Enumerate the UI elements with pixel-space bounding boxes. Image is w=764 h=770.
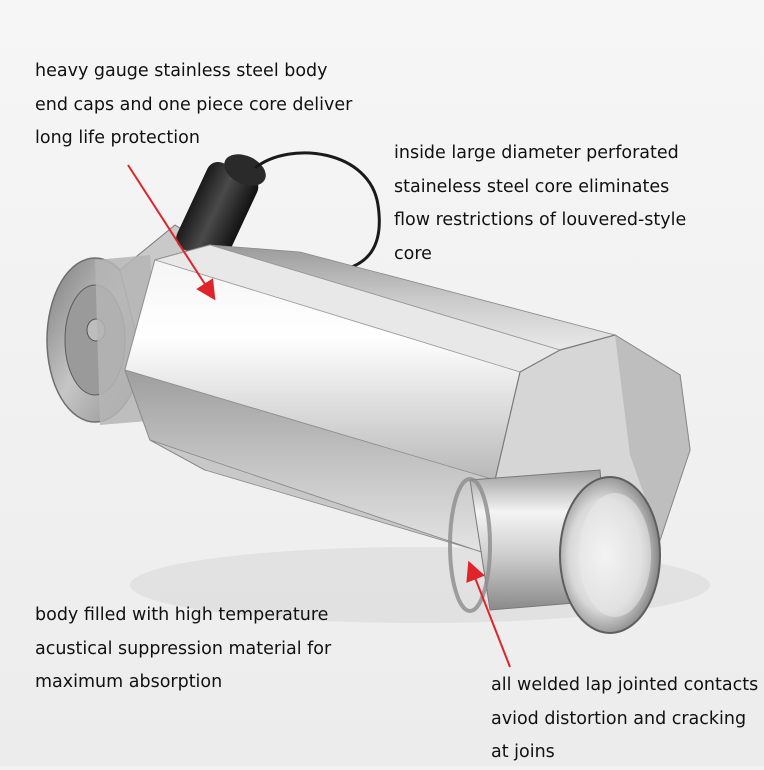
callout-line: maximum absorption — [35, 672, 223, 692]
callout-line: acustical suppression material for — [35, 638, 332, 659]
callout-line: aviod distortion and cracking — [491, 708, 747, 729]
pipe-opening-inner — [579, 493, 651, 617]
arrow-body — [127, 164, 216, 301]
callout-welded-joints: all welded lap jointed contacts aviod di… — [491, 669, 758, 770]
front-end-cap-shade — [615, 335, 690, 540]
callout-line: all welded lap jointed contacts — [491, 675, 759, 695]
callout-suppression-material: body filled with high temperature acusti… — [35, 599, 331, 700]
outlet-pipe — [448, 469, 661, 634]
callout-line: core — [394, 243, 432, 264]
actuator-motor — [176, 154, 266, 264]
callout-line: staineless steel core eliminates — [394, 176, 670, 197]
motor-cap — [224, 154, 266, 186]
muffler-body — [124, 244, 691, 581]
callout-line: heavy gauge stainless steel body — [35, 61, 328, 81]
callout-line: flow restrictions of louvered-style — [394, 210, 687, 230]
arrow-weld — [466, 560, 511, 668]
pipe-weld-ring — [448, 477, 492, 613]
callout-steel-body: heavy gauge stainless steel body end cap… — [35, 55, 352, 156]
motor-body — [176, 161, 259, 264]
callout-line: at joins — [491, 742, 555, 762]
callout-line: end caps and one piece core deliver — [35, 94, 353, 115]
callout-line: body filled with high temperature — [35, 605, 329, 625]
callout-line: long life protection — [35, 128, 200, 148]
callout-line: inside large diameter perforated — [394, 143, 679, 163]
callout-perforated-core: inside large diameter perforated stainel… — [394, 137, 686, 271]
